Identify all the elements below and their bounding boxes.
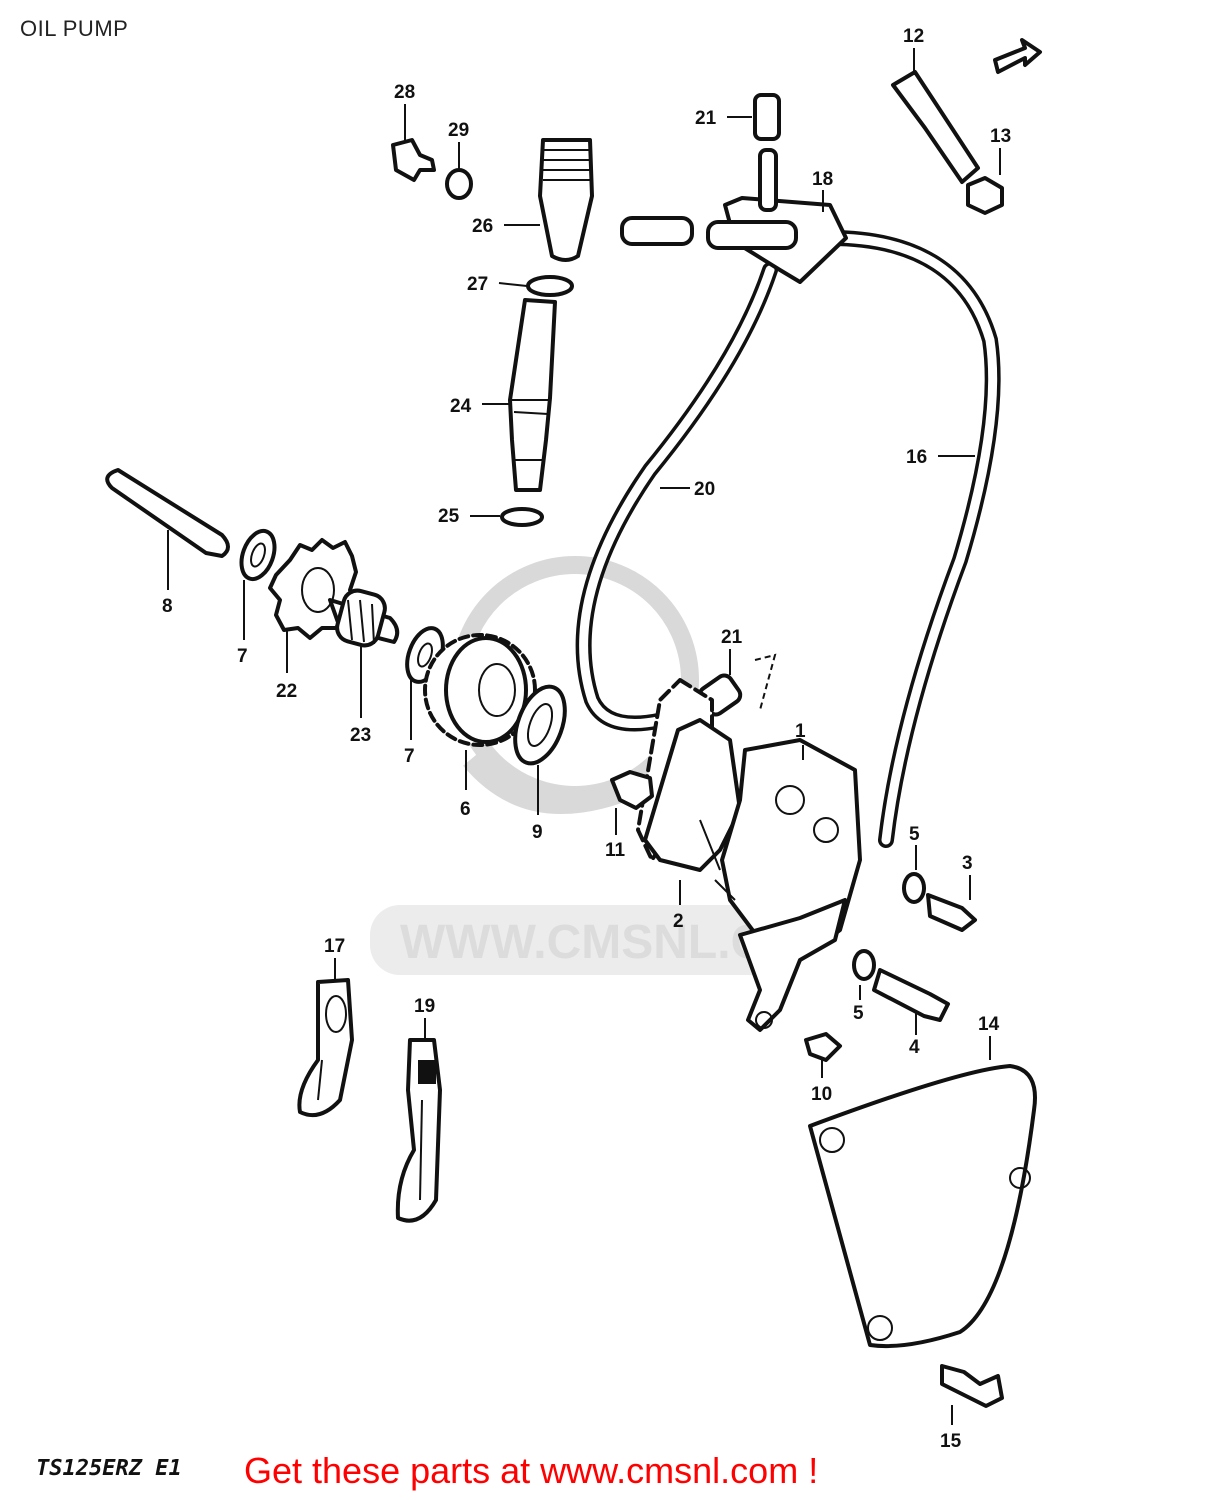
svg-text:19: 19 (414, 996, 435, 1017)
model-code: TS125ERZ E1 (36, 1456, 182, 1481)
svg-text:16: 16 (906, 447, 927, 468)
svg-text:24: 24 (450, 396, 472, 417)
svg-text:25: 25 (438, 506, 460, 527)
svg-text:20: 20 (694, 479, 715, 500)
part-15-bolt (940, 1364, 1004, 1408)
part-12-bolt (891, 70, 980, 184)
svg-text:10: 10 (811, 1084, 832, 1105)
svg-text:13: 13 (990, 126, 1011, 147)
svg-text:7: 7 (237, 646, 248, 667)
part-29-washer (445, 168, 473, 200)
svg-text:1: 1 (795, 721, 806, 742)
svg-text:5: 5 (853, 1003, 864, 1024)
part-10-cap (804, 1032, 842, 1062)
svg-text:21: 21 (721, 627, 743, 648)
part-5-washer-2 (852, 949, 876, 981)
svg-text:3: 3 (962, 853, 973, 874)
svg-text:7: 7 (404, 746, 415, 767)
svg-text:28: 28 (394, 82, 415, 103)
promo-link[interactable]: Get these parts at www.cmsnl.com ! (244, 1450, 819, 1491)
svg-text:27: 27 (467, 274, 488, 295)
part-7-washer (239, 528, 277, 582)
part-25-clip (500, 507, 544, 527)
part-17-plate (297, 978, 354, 1117)
part-11-clamp (610, 770, 654, 810)
svg-text:23: 23 (350, 725, 371, 746)
part-23-worm (328, 588, 400, 648)
svg-text:9: 9 (532, 822, 543, 843)
svg-text:29: 29 (448, 120, 469, 141)
svg-text:21: 21 (695, 108, 717, 129)
svg-text:18: 18 (812, 169, 833, 190)
part-21-cap-top (753, 93, 781, 141)
part-27-o-ring (526, 275, 574, 297)
svg-text:12: 12 (903, 26, 924, 47)
part-8-shaft (105, 468, 230, 558)
part-9-washer (513, 684, 567, 766)
part-18-joint (620, 148, 848, 284)
part-4-bolt (872, 968, 950, 1022)
part-19-plate (395, 1038, 442, 1223)
callout-labels: 1 2 3 4 5 5 6 7 7 8 9 10 11 12 13 14 15 … (162, 26, 1011, 1452)
part-3-bolt (926, 893, 977, 932)
arrow-icon (993, 38, 1042, 74)
svg-text:26: 26 (472, 216, 493, 237)
diagram-title: OIL PUMP (20, 16, 129, 41)
svg-text:6: 6 (460, 799, 471, 820)
part-13-nut (966, 176, 1004, 215)
part-28-bolt (391, 138, 436, 182)
part-5-washer (902, 872, 926, 904)
svg-text:14: 14 (978, 1014, 1000, 1035)
part-1-oil-pump (636, 678, 862, 1032)
svg-text:5: 5 (909, 824, 920, 845)
svg-text:22: 22 (276, 681, 297, 702)
svg-text:2: 2 (673, 911, 684, 932)
part-24-pipe (508, 298, 557, 492)
part-14-cover (808, 1064, 1037, 1349)
part-26-fitting (538, 138, 594, 262)
part-6-gear (423, 633, 537, 747)
watermark-text: WWW.CMSNL.CO (400, 916, 803, 969)
svg-text:17: 17 (324, 936, 345, 957)
svg-text:11: 11 (605, 840, 626, 861)
svg-text:4: 4 (909, 1037, 920, 1058)
svg-text:8: 8 (162, 596, 173, 617)
svg-text:15: 15 (940, 1431, 962, 1452)
